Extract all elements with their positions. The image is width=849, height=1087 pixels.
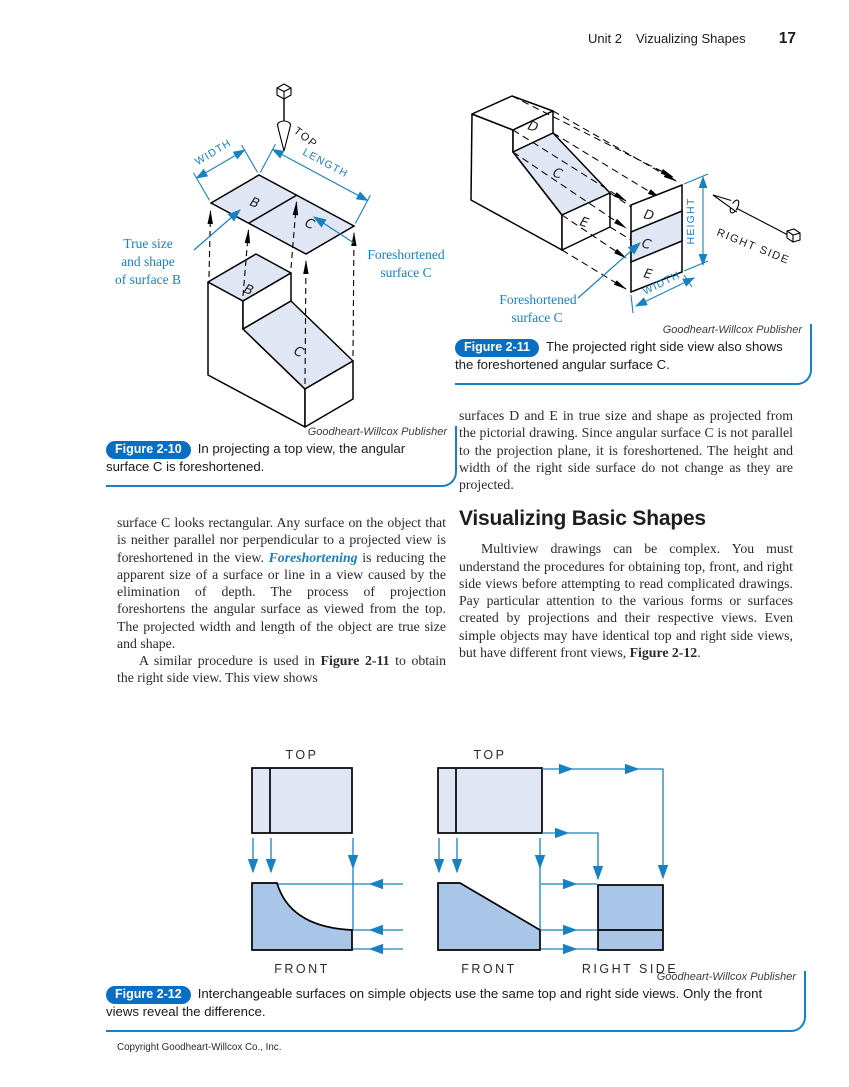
panel-surface-d-label: D — [642, 207, 655, 224]
right-side-view-label: RIGHT SIDE — [582, 962, 678, 976]
length-dim-label: LENGTH — [301, 146, 351, 180]
projected-top-plane: B C — [209, 174, 356, 255]
width-dimension — [193, 144, 258, 201]
figure-2-11-drawing: D C E D C E HEIGHT — [470, 95, 801, 325]
paragraph: A similar procedure is used in Figure 2-… — [117, 653, 447, 686]
top-view-label-2: TOP — [474, 748, 507, 762]
body-column-left: surface C looks rectangular. Any surface… — [117, 514, 446, 687]
svg-text:Foreshortened: Foreshortened — [367, 247, 444, 262]
front-and-side-views — [251, 882, 664, 951]
svg-text:Foreshortened: Foreshortened — [499, 292, 576, 307]
front-view-label-2: FRONT — [461, 962, 517, 976]
unit-label: Unit 2 — [588, 31, 622, 46]
front-view-label-1: FRONT — [274, 962, 330, 976]
fig10-badge: Figure 2-10 — [106, 441, 191, 459]
svg-text:surface C: surface C — [380, 265, 431, 280]
section-heading: Visualizing Basic Shapes — [459, 507, 706, 531]
height-dim-label: HEIGHT — [685, 198, 697, 245]
right-side-pointer — [712, 194, 801, 243]
copyright-line: Copyright Goodheart-Willcox Co., Inc. — [117, 1042, 282, 1053]
paragraph: surfaces D and E in true size and shape … — [459, 408, 793, 492]
foreshortening-term: Foreshortening — [268, 549, 358, 565]
fig12-badge: Figure 2-12 — [106, 986, 191, 1004]
projection-arrows — [247, 763, 669, 955]
right-side-view-panel — [630, 183, 683, 294]
page-header: Unit 2 Vizualizing Shapes 17 — [588, 30, 796, 48]
object-surface-d-label: D — [526, 119, 540, 136]
svg-text:of surface B: of surface B — [115, 272, 181, 287]
top-view-pointer — [276, 83, 292, 152]
callout-foreshortened-c: Foreshortened surface C — [499, 242, 641, 325]
paragraph: surface C looks rectangular. Any surface… — [117, 515, 446, 651]
width-dim-label: WIDTH — [193, 137, 234, 168]
pictorial-object — [207, 253, 354, 428]
fig10-caption-text: In projecting a top view, the angular su… — [106, 441, 406, 474]
svg-text:surface C: surface C — [511, 310, 562, 325]
pictorial-object — [470, 95, 611, 251]
height-dimension — [683, 173, 709, 272]
callout-foreshortened-c: Foreshortened surface C — [312, 216, 445, 280]
length-dimension — [259, 143, 371, 224]
fig10-credit: Goodheart-Willcox Publisher — [307, 426, 447, 438]
svg-text:and shape: and shape — [121, 254, 175, 269]
top-view-label-1: TOP — [286, 748, 319, 762]
paragraph: Multiview drawings can be complex. You m… — [459, 541, 793, 660]
body-column-right: surfaces D and E in true size and shape … — [459, 407, 793, 661]
top-views — [251, 767, 543, 834]
fig12-credit: Goodheart-Willcox Publisher — [656, 971, 796, 983]
width-dimension — [630, 274, 695, 314]
figure-2-12-drawing: TOP TOP — [247, 748, 678, 976]
svg-text:True size: True size — [123, 236, 172, 251]
fig12-caption-text: Interchangeable surfaces on simple objec… — [106, 986, 763, 1019]
fig11-caption-text: The projected right side view also shows… — [455, 339, 783, 372]
figure-2-10-drawing: TOP B C WIDTH LENGTH B — [115, 83, 445, 428]
page-number: 17 — [778, 30, 796, 47]
right-side-pointer-label: RIGHT SIDE — [715, 227, 792, 267]
callout-true-size: True size and shape of surface B — [115, 209, 241, 287]
unit-title: Vizualizing Shapes — [635, 31, 746, 46]
fig11-credit: Goodheart-Willcox Publisher — [662, 324, 802, 336]
fig11-badge: Figure 2-11 — [455, 339, 539, 357]
projection-lines — [207, 200, 357, 385]
